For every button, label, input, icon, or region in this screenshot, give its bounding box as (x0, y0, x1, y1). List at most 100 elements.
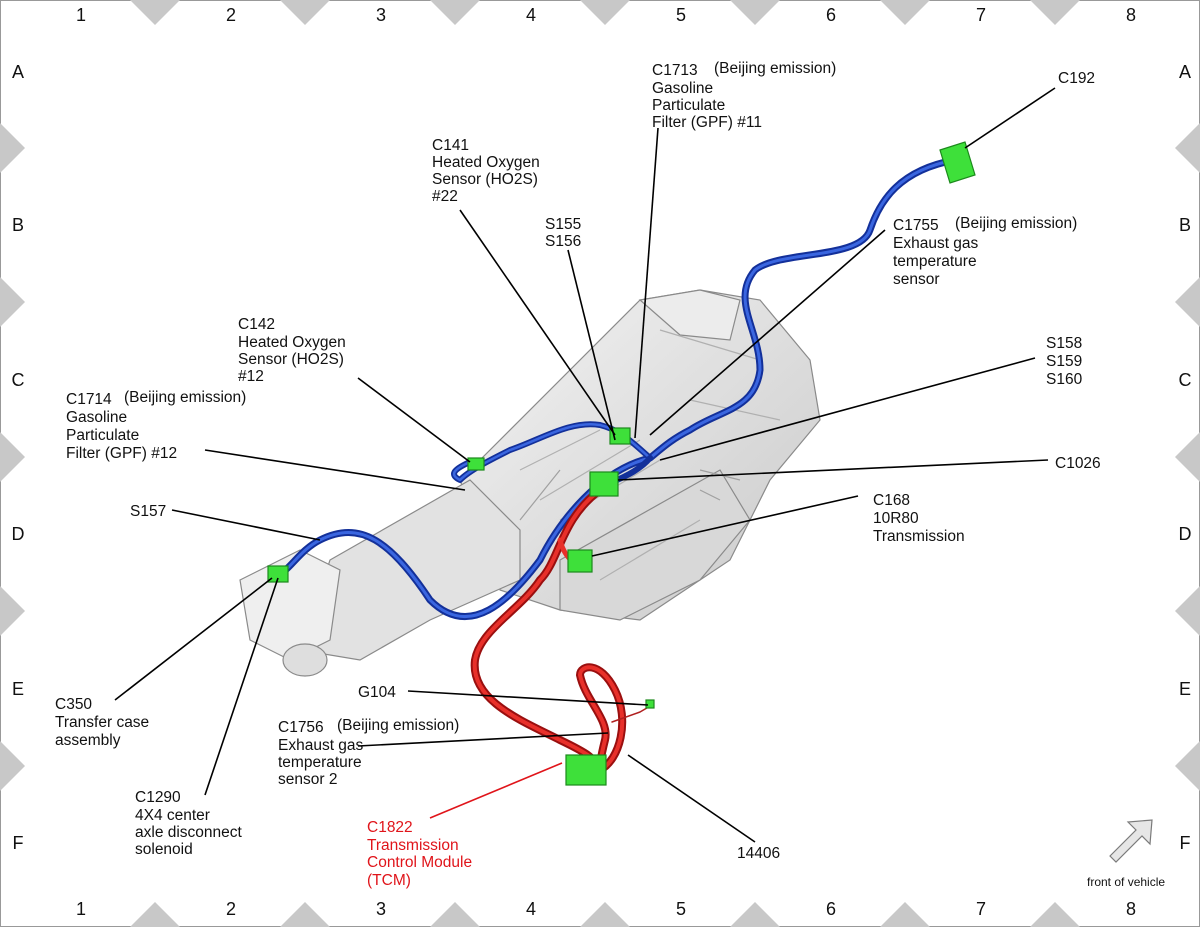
label-c1290: C1290 4X4 center axle disconnect solenoi… (135, 789, 243, 858)
grid-row-labels-right: A B C D E F (1179, 62, 1192, 853)
grid-marker (730, 0, 780, 25)
col-label: 1 (76, 5, 86, 25)
row-label: A (12, 62, 24, 82)
grid-marker (1175, 586, 1200, 636)
connector-desc: axle disconnect (135, 824, 243, 841)
col-label: 8 (1126, 899, 1136, 919)
connector-desc: assembly (55, 732, 121, 749)
col-label: 7 (976, 899, 986, 919)
leader-s158 (659, 357, 1036, 461)
row-label: C (12, 370, 25, 390)
grid-marker (1175, 432, 1200, 482)
connector-desc: Control Module (367, 854, 472, 871)
connector-c1822 (565, 754, 607, 786)
grid-marker (0, 741, 25, 791)
grid-column-labels-bottom: 1 2 3 4 5 6 7 8 (76, 899, 1136, 919)
label-c1756: C1756 (Beijing emission) Exhaust gas tem… (278, 717, 459, 788)
connector-id: C168 (873, 492, 910, 509)
label-c1026: C1026 (1055, 455, 1101, 472)
connector-c350 (267, 565, 289, 583)
connector-desc: Exhaust gas (278, 737, 364, 754)
row-label: D (1179, 524, 1192, 544)
col-label: 2 (226, 5, 236, 25)
front-of-vehicle-indicator: front of vehicle (1087, 819, 1165, 889)
connector-g104 (645, 699, 655, 709)
connector-note: (Beijing emission) (337, 717, 459, 734)
grid-marker (430, 0, 480, 25)
row-label: C (1179, 370, 1192, 390)
col-label: 6 (826, 899, 836, 919)
row-label: F (13, 833, 24, 853)
label-c141: C141 Heated Oxygen Sensor (HO2S) #22 (432, 137, 540, 205)
grid-marker (880, 902, 930, 927)
splice-id: S159 (1046, 353, 1082, 370)
blue-wire-main-highlight (276, 158, 957, 619)
connector-desc: sensor 2 (278, 771, 337, 788)
connector-desc: temperature (893, 253, 977, 270)
bell-housing (638, 289, 741, 341)
col-label: 3 (376, 899, 386, 919)
connector-desc: 10R80 (873, 510, 919, 527)
label-s158: S158 S159 S160 (1046, 335, 1083, 388)
red-wire-loop-highlight (578, 665, 625, 772)
connector-desc: Transmission (873, 528, 965, 545)
grid-marker (1030, 902, 1080, 927)
leader-c141 (459, 209, 616, 436)
connector-c142 (467, 457, 485, 471)
label-c142: C142 Heated Oxygen Sensor (HO2S) #12 (238, 316, 346, 385)
connector-id: C142 (238, 316, 275, 333)
label-14406: 14406 (737, 845, 780, 862)
connector-desc: solenoid (135, 841, 193, 858)
grid-marker (430, 902, 480, 927)
oil-pan (559, 469, 751, 621)
leader-c1713 (634, 127, 659, 439)
connector-desc: Particulate (652, 97, 725, 114)
splice-id: S156 (545, 233, 581, 250)
connector-desc: Filter (GPF) #12 (66, 445, 177, 462)
grid-marker (130, 902, 180, 927)
col-label: 4 (526, 899, 536, 919)
col-label: 7 (976, 5, 986, 25)
connector-desc: Transfer case (55, 714, 149, 731)
col-label: 1 (76, 899, 86, 919)
row-label: F (1180, 833, 1191, 853)
connector-desc: Gasoline (652, 80, 713, 97)
splice-id: S155 (545, 216, 581, 233)
col-label: 5 (676, 899, 686, 919)
connector-note: (Beijing emission) (955, 215, 1077, 232)
connector-id: C141 (432, 137, 469, 154)
label-c192: C192 (1058, 70, 1095, 87)
leader-c1026 (617, 459, 1049, 481)
grid-marker (1030, 0, 1080, 25)
label-s157: S157 (130, 503, 166, 520)
label-c1713: C1713 (Beijing emission) Gasoline Partic… (652, 60, 836, 131)
row-label: D (12, 524, 25, 544)
label-c350: C350 Transfer case assembly (55, 696, 149, 749)
connector-desc: Gasoline (66, 409, 127, 426)
connectors (267, 141, 976, 786)
red-wire-main-highlight (472, 488, 602, 772)
label-c168: C168 10R80 Transmission (873, 492, 965, 545)
connector-desc: Sensor (HO2S) (238, 351, 344, 368)
grid-marker (130, 0, 180, 25)
connector-c192 (939, 141, 976, 184)
grid-marker (1175, 741, 1200, 791)
connector-note: (Beijing emission) (124, 389, 246, 406)
transfer-case (239, 549, 341, 661)
splice-id: S158 (1046, 335, 1082, 352)
connector-desc: (TCM) (367, 872, 411, 889)
col-label: 5 (676, 5, 686, 25)
leader-c1756 (357, 732, 609, 747)
splice-id: S160 (1046, 371, 1083, 388)
connector-desc: #12 (238, 368, 264, 385)
leader-c142 (357, 377, 471, 463)
grid-marker (0, 432, 25, 482)
row-label: B (12, 215, 24, 235)
connector-desc: Particulate (66, 427, 139, 444)
grid-marker (280, 902, 330, 927)
grid-marker (0, 123, 25, 173)
grid-marker (1175, 123, 1200, 173)
row-label: E (1179, 679, 1191, 699)
col-label: 2 (226, 899, 236, 919)
